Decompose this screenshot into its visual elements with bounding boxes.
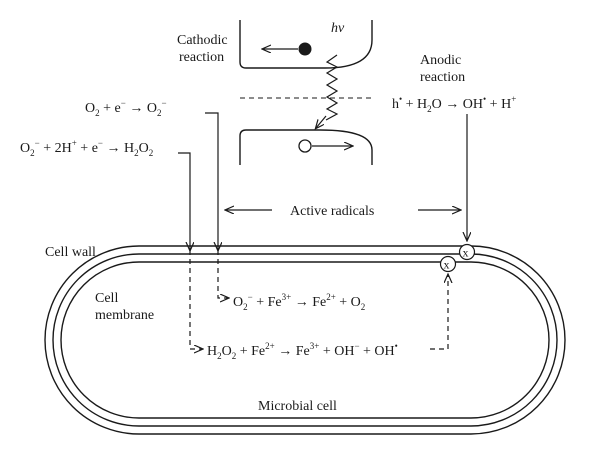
attack-site-membrane-x: x: [444, 258, 450, 272]
cell-wall-outer: [44, 245, 566, 435]
attack-site-membrane: [439, 255, 457, 273]
cell-membrane-label-1: Cell: [95, 291, 118, 306]
particle-left-edge: [239, 20, 290, 69]
anodic-label-2: reaction: [420, 70, 465, 85]
h2o2-path: [178, 152, 190, 250]
eq-h2o2-formation: O2− + 2H+ + e− → H2O2: [20, 138, 153, 158]
semiconductor-particle: hν: [239, 20, 373, 165]
eq-superoxide-iron: O2− + Fe3+ → Fe2+ + O2: [233, 292, 365, 312]
active-radicals-label: Active radicals: [290, 204, 374, 219]
anodic-label-1: Anodic: [420, 53, 461, 68]
o2-radical-path: [205, 112, 218, 250]
attack-site-wall-x: x: [463, 246, 469, 260]
eq-o2-reduction: O2 + e− → O2−: [85, 98, 167, 118]
hole: [298, 139, 312, 153]
particle-left-lower: [239, 129, 290, 165]
cell-wall-label: Cell wall: [45, 245, 96, 260]
cell-membrane-label-2: membrane: [95, 308, 154, 323]
electron: [298, 42, 312, 56]
microbial-cell-label: Microbial cell: [258, 399, 337, 414]
h2o2-inner-dashed: [189, 250, 202, 349]
photon-arrowhead: [316, 115, 327, 128]
conduction-band: [290, 20, 373, 69]
fenton-oh-dashed: [430, 275, 448, 350]
valence-band: [290, 129, 373, 165]
cell-wall-inner: [52, 253, 558, 427]
cathodic-label-1: Cathodic: [177, 33, 228, 48]
hnu-label: hν: [331, 21, 345, 36]
cell-membrane: [60, 261, 550, 419]
o2-inner-dashed: [217, 250, 228, 298]
photon-zigzag: [325, 54, 339, 121]
eq-anodic: h• + H2O → OH• + H+: [392, 94, 516, 114]
attack-site-wall: [458, 243, 476, 261]
eq-fenton: H2O2 + Fe2+ → Fe3+ + OH− + OH•: [207, 341, 398, 361]
cathodic-label-2: reaction: [179, 50, 224, 65]
